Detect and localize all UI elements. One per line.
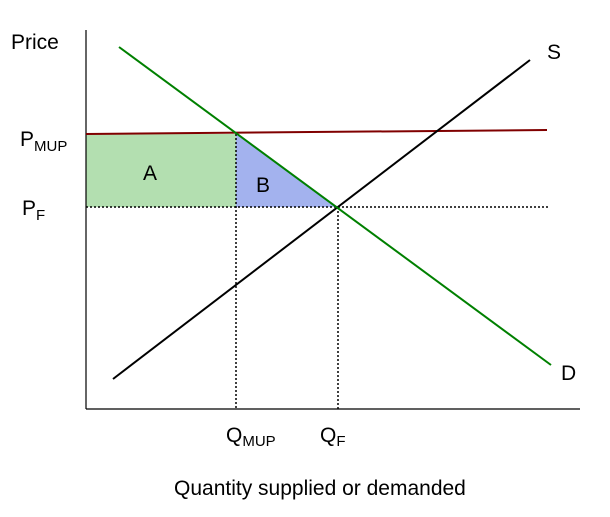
q-f-label: QF [320, 424, 346, 450]
x-axis-label: Quantity supplied or demanded [174, 477, 466, 500]
p-f-label: PF [22, 197, 45, 224]
area-a-region [86, 134, 236, 207]
mup-price-line [85, 129, 548, 135]
area-a-label: A [143, 162, 157, 185]
demand-line [118, 46, 552, 366]
q-mup-label: QMUP [226, 424, 276, 450]
p-mup-label: PMUP [20, 128, 67, 155]
supply-line [112, 59, 531, 380]
supply-label: S [547, 41, 561, 64]
demand-label: D [561, 362, 576, 385]
y-axis-label: Price [11, 31, 59, 54]
area-b-label: B [256, 174, 270, 197]
